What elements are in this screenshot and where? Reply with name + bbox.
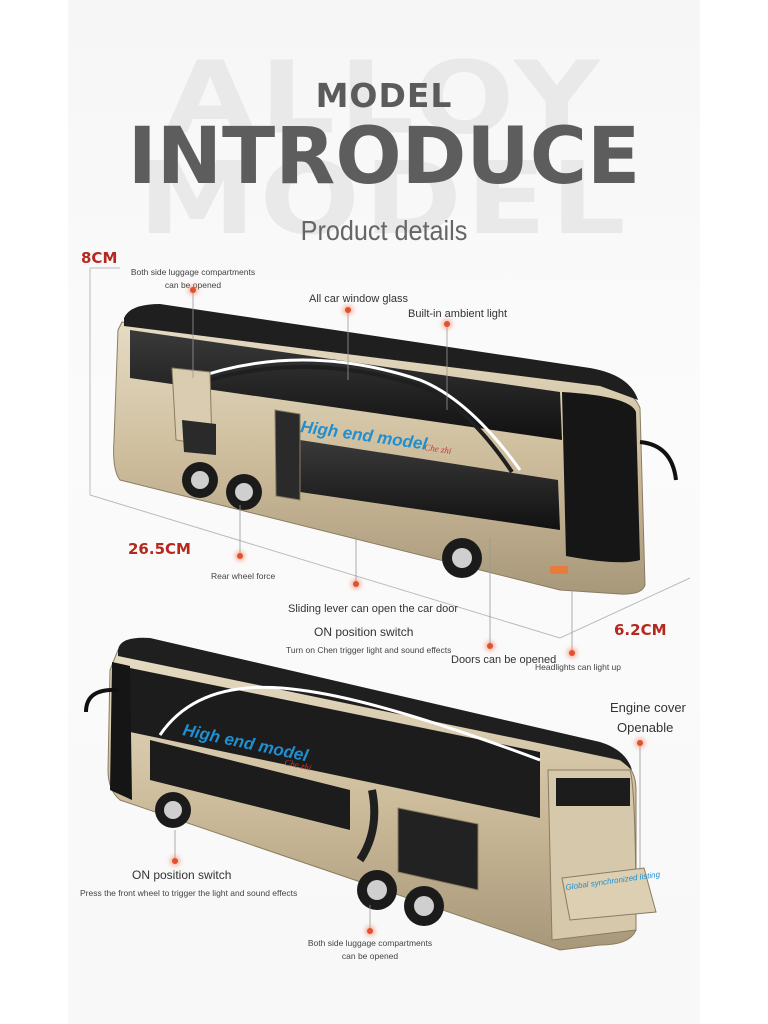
- callout-dot: [444, 321, 450, 327]
- callout-dot: [569, 650, 575, 656]
- bottom-bus-wheels: [155, 792, 444, 926]
- callout-dot: [190, 287, 196, 293]
- top-bus-roof: [124, 304, 638, 400]
- callout-doors: Doors can be opened: [451, 654, 557, 666]
- top-headlight: [550, 566, 568, 574]
- dimension-height: 8CM: [81, 249, 118, 267]
- callout-dot: [237, 553, 243, 559]
- callout-sliding-lever: Sliding lever can open the car door: [288, 603, 458, 615]
- title-model: MODEL: [315, 76, 453, 115]
- callout-dot: [487, 643, 493, 649]
- callout-engine-openable: Openable: [617, 720, 674, 735]
- callout-window-glass: All car window glass: [309, 293, 409, 305]
- top-bus-illustration: High end model Che zhi: [89, 267, 691, 652]
- bottom-bus-roof: [118, 637, 632, 770]
- top-bus-wheels: [182, 462, 482, 578]
- bottom-bus-upper-windows: [130, 668, 540, 818]
- top-bus-brand-script: Che zhi: [424, 442, 453, 456]
- callout-dot: [345, 307, 351, 313]
- top-dimension-lines: [89, 267, 691, 639]
- callout-on-switch-desc-bottom: Press the front wheel to trigger the lig…: [80, 888, 298, 898]
- callout-on-switch-top: ON position switch: [314, 625, 414, 639]
- callout-dot: [172, 858, 178, 864]
- bottom-luggage-compartment: [397, 807, 479, 891]
- bottom-rear-window: [556, 778, 630, 806]
- callout-dot: [367, 928, 373, 934]
- bottom-engine-cover: [561, 867, 657, 921]
- dimension-length: 26.5CM: [128, 540, 191, 558]
- callout-luggage-top: Both side luggage compartments can be op…: [130, 267, 256, 290]
- top-bus-upper-windows: [130, 330, 562, 440]
- top-bus-lower-windows: [300, 440, 560, 530]
- bottom-bus-mirror: [84, 687, 119, 713]
- callout-luggage-bottom: Both side luggage compartments can be op…: [307, 938, 433, 961]
- background-watermark-title: ALLOY MODEL: [138, 39, 630, 257]
- callout-ambient-light: Built-in ambient light: [408, 308, 508, 320]
- bottom-bus-lower-windows: [150, 740, 350, 830]
- callout-dot: [637, 740, 643, 746]
- callout-on-switch-bottom: ON position switch: [132, 868, 232, 882]
- top-bus-front-glass: [562, 392, 640, 563]
- callout-on-switch-desc-top: Turn on Chen trigger light and sound eff…: [286, 645, 452, 655]
- callout-dot: [353, 581, 359, 587]
- dimension-width: 6.2CM: [614, 621, 667, 639]
- top-bus-mirror: [639, 440, 678, 481]
- callout-rear-wheel: Rear wheel force: [211, 571, 276, 581]
- callout-headlights: Headlights can light up: [535, 662, 622, 672]
- subtitle-product-details: Product details: [300, 215, 468, 246]
- callout-engine-cover: Engine cover: [610, 700, 686, 715]
- title-introduce: INTRODUCE: [127, 112, 641, 202]
